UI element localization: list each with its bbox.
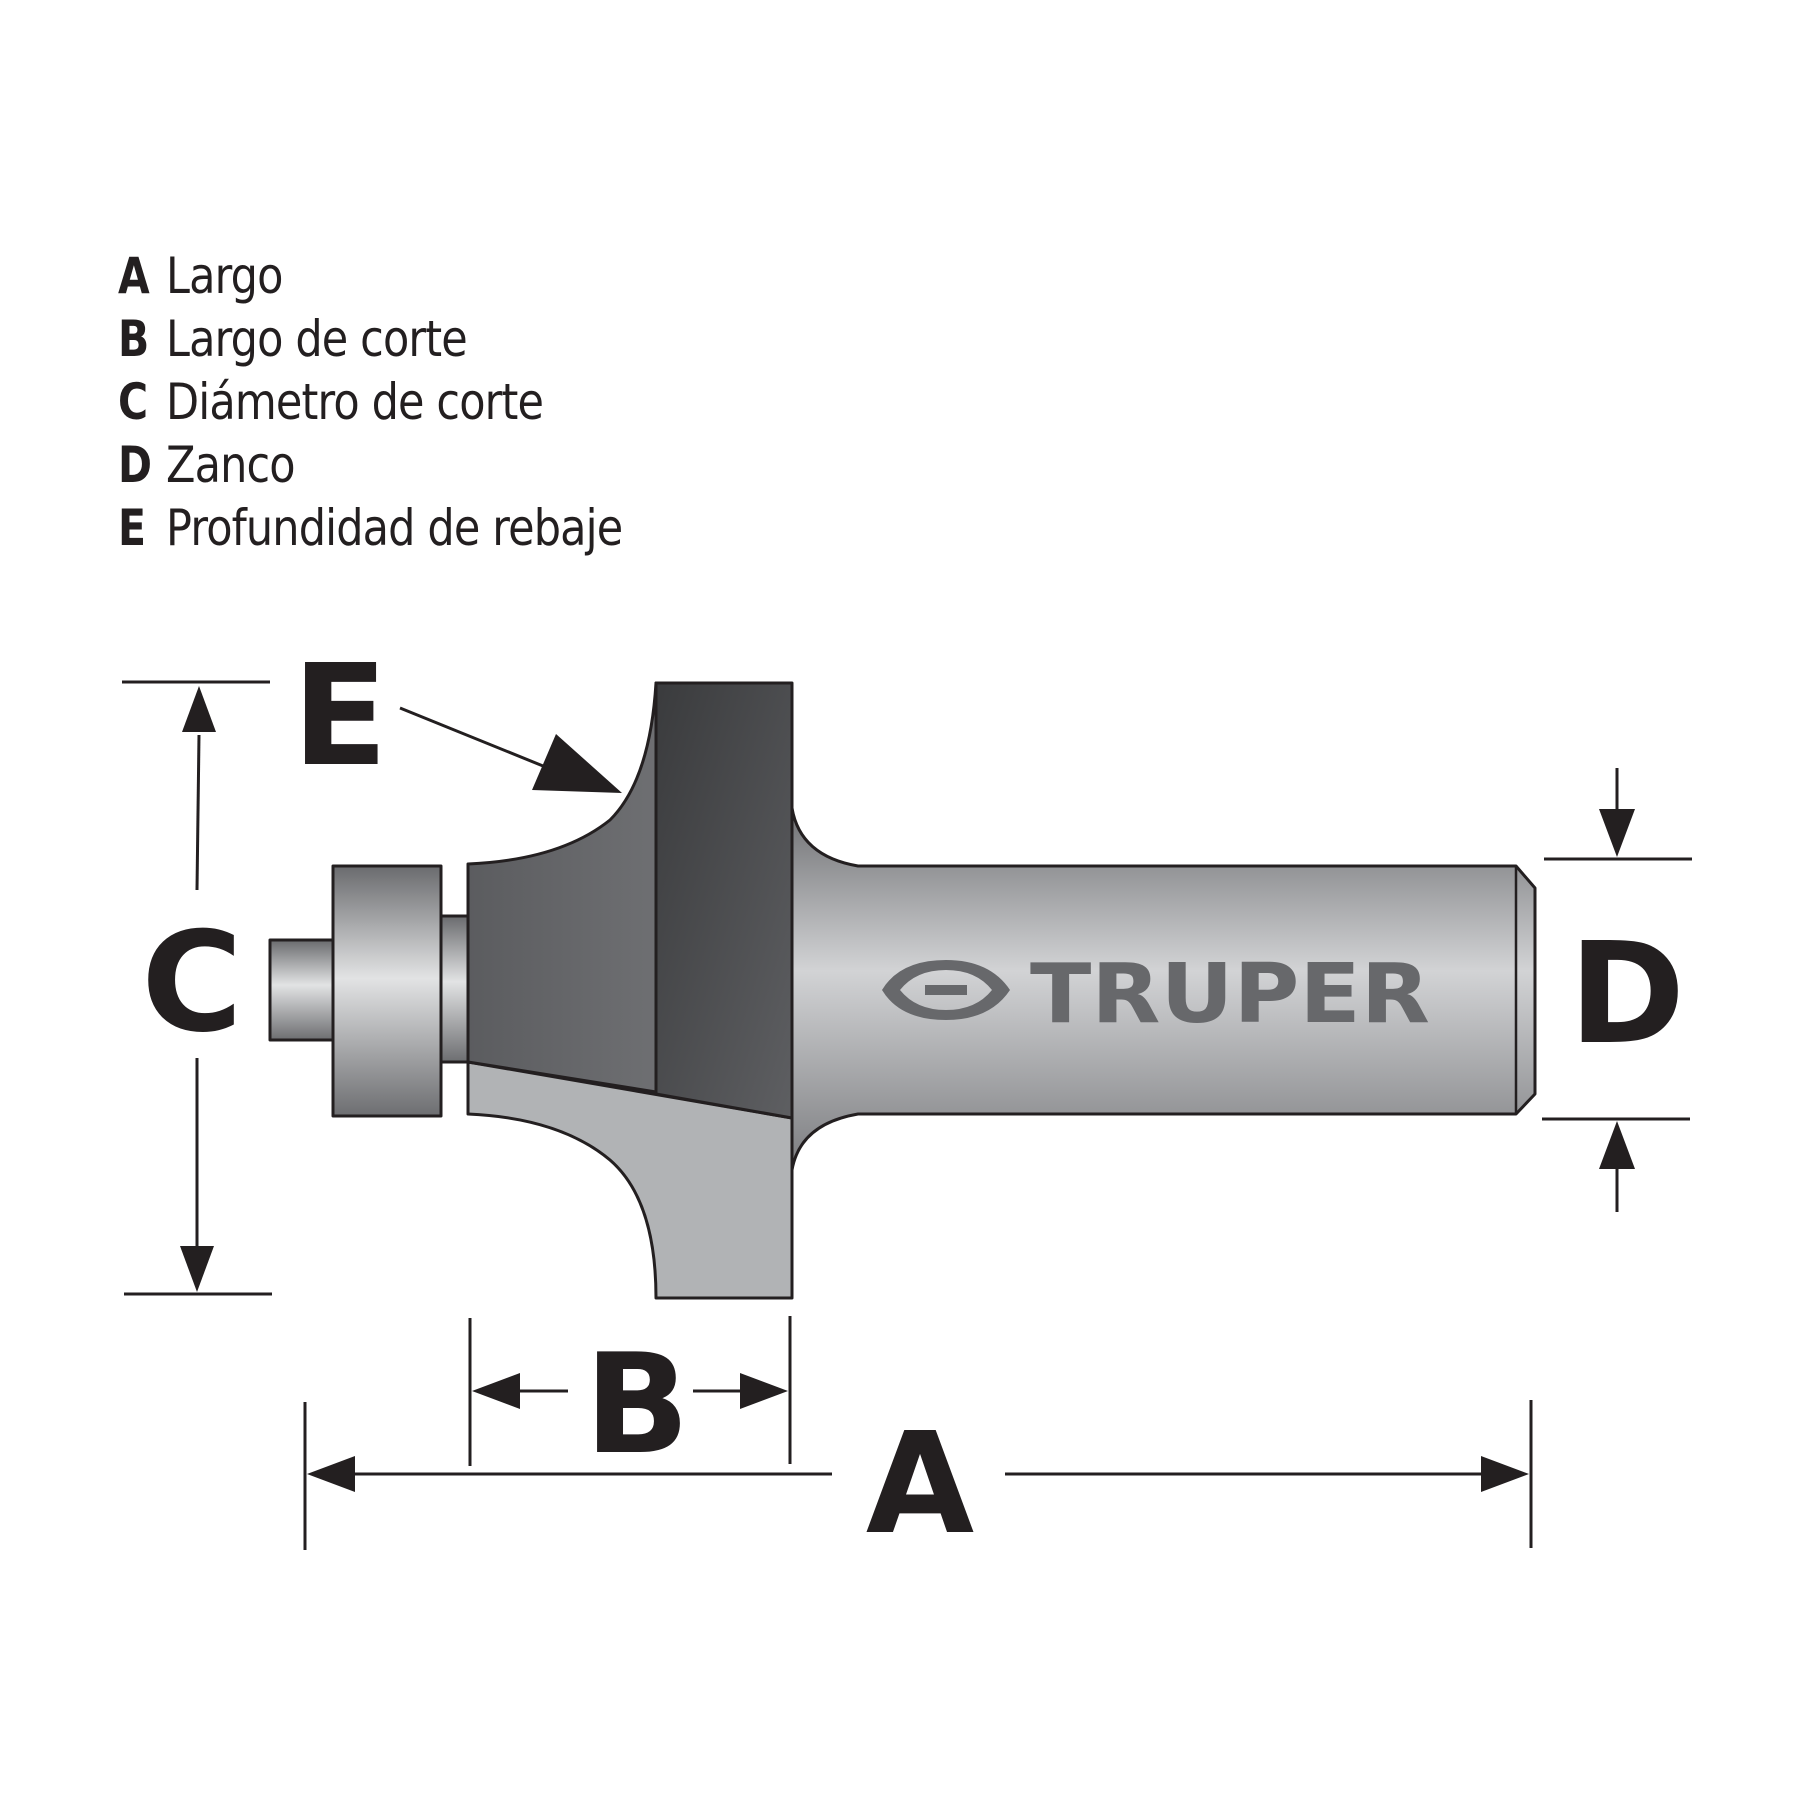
legend-text: Largo bbox=[166, 247, 283, 305]
cutter-lower bbox=[466, 1060, 794, 1300]
legend-letter: D bbox=[118, 436, 152, 494]
dimension-e bbox=[399, 706, 622, 793]
legend-letter: C bbox=[118, 373, 148, 431]
dimension-e-label: E bbox=[292, 635, 388, 798]
dimension-b-label: B bbox=[584, 1324, 689, 1485]
legend-text: Profundidad de rebaje bbox=[166, 499, 623, 557]
pilot-pin bbox=[268, 938, 336, 1042]
dimension-a bbox=[303, 1400, 1533, 1550]
legend-text: Diámetro de corte bbox=[166, 373, 544, 431]
dimension-d bbox=[1542, 768, 1692, 1212]
legend-letter: A bbox=[118, 247, 150, 305]
legend-item-c: C Diámetro de corte bbox=[118, 371, 697, 434]
legend-letter: E bbox=[118, 499, 146, 557]
legend-text: Zanco bbox=[166, 436, 296, 494]
legend-item-d: D Zanco bbox=[118, 434, 697, 497]
legend-item-a: A Largo bbox=[118, 245, 697, 308]
legend-item-e: E Profundidad de rebaje bbox=[118, 497, 697, 560]
dimension-c-label: C bbox=[141, 902, 242, 1063]
brand-name: TRUPER bbox=[1030, 947, 1430, 1042]
cutter-body bbox=[654, 681, 794, 1120]
router-bit bbox=[268, 681, 1537, 1300]
legend-letter: B bbox=[118, 310, 149, 368]
bearing bbox=[331, 864, 443, 1118]
cutter-face bbox=[466, 681, 658, 1094]
dimension-d-label: D bbox=[1569, 913, 1685, 1076]
collar bbox=[439, 914, 471, 1064]
legend-text: Largo de corte bbox=[166, 310, 468, 368]
dimension-b bbox=[468, 1316, 792, 1466]
dimension-c bbox=[122, 680, 272, 1296]
dimension-a-label: A bbox=[866, 1403, 974, 1566]
shank bbox=[790, 806, 1537, 1172]
legend-item-b: B Largo de corte bbox=[118, 308, 697, 371]
truper-logo: TRUPER bbox=[882, 947, 1430, 1042]
truper-logo-icon bbox=[882, 960, 1010, 1020]
legend: A Largo B Largo de corte C Diámetro de c… bbox=[118, 245, 697, 560]
